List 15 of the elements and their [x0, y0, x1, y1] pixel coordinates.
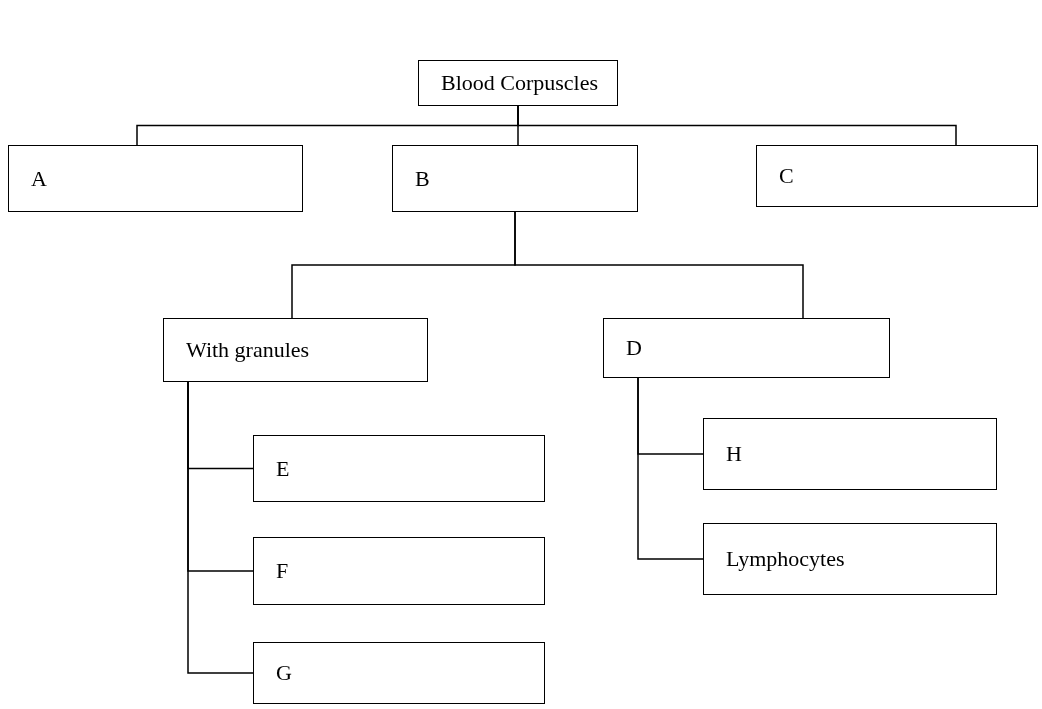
category-box: G	[253, 642, 545, 704]
category-box: E	[253, 435, 545, 502]
category-box: B	[392, 145, 638, 212]
category-box: A	[8, 145, 303, 212]
category-box: F	[253, 537, 545, 605]
connector-line	[517, 105, 957, 146]
category-box: With granules	[163, 318, 428, 382]
connector-line	[187, 381, 254, 674]
category-box: H	[703, 418, 997, 490]
category-box: C	[756, 145, 1038, 207]
connector-line	[514, 211, 804, 319]
connector-line	[637, 377, 704, 560]
category-box: Lymphocytes	[703, 523, 997, 595]
category-box: Blood Corpuscles	[418, 60, 618, 106]
category-box: D	[603, 318, 890, 378]
